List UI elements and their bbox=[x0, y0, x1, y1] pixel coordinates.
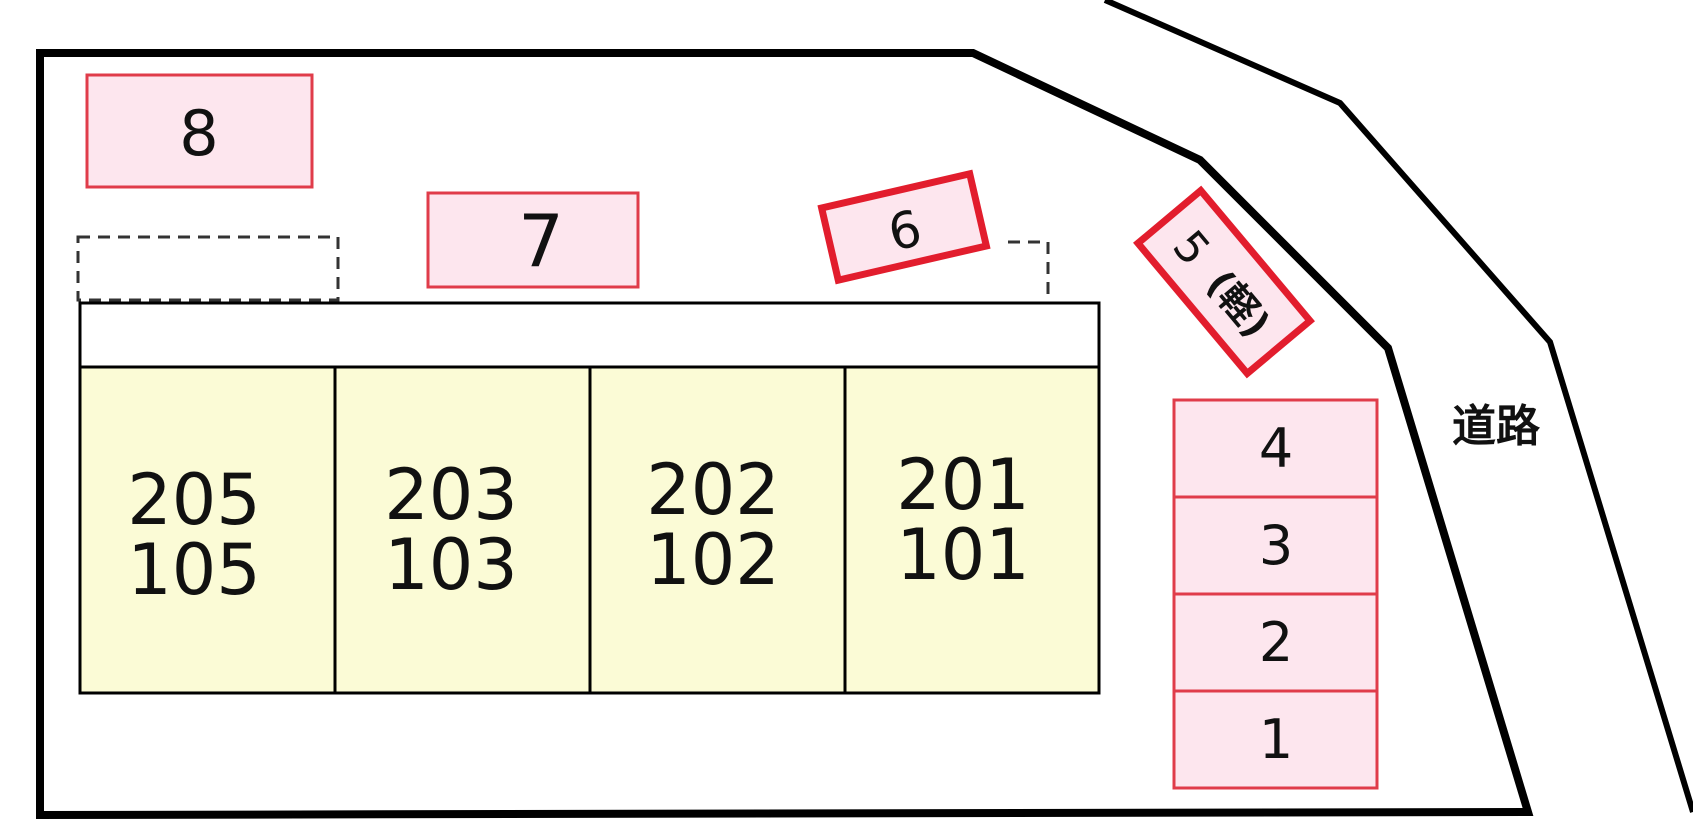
parking-space-6: 6 bbox=[817, 169, 991, 285]
unit-upper-number: 201 bbox=[896, 444, 1030, 526]
dashed-area-left bbox=[76, 235, 340, 302]
unit-lower-number: 101 bbox=[896, 514, 1030, 596]
road-edge bbox=[1103, 0, 1693, 813]
parking-space-1 bbox=[1172, 689, 1379, 790]
unit-block bbox=[78, 365, 337, 695]
dashed-area-right bbox=[1008, 240, 1050, 300]
parking-number: 7 bbox=[518, 199, 564, 283]
unit-block bbox=[333, 365, 592, 695]
unit-lower-number: 103 bbox=[384, 524, 518, 606]
unit-block bbox=[843, 365, 1101, 695]
building-units: 205 105 203 103 202 102 201 101 bbox=[78, 365, 1101, 695]
parking-stack: 4 3 2 1 bbox=[1172, 398, 1379, 790]
unit-block bbox=[588, 365, 847, 695]
parking-number: 3 bbox=[1259, 514, 1293, 577]
unit-upper-number: 202 bbox=[646, 449, 780, 531]
unit-upper-number: 203 bbox=[384, 454, 518, 536]
parking-number: 1 bbox=[1259, 708, 1293, 771]
building-corridor bbox=[78, 301, 1101, 369]
parking-space-2 bbox=[1172, 592, 1379, 693]
road-label: 道路 bbox=[1452, 401, 1541, 452]
parking-number: 2 bbox=[1259, 611, 1293, 674]
unit-upper-number: 205 bbox=[127, 459, 261, 541]
parking-space-3 bbox=[1172, 495, 1379, 596]
unit-lower-number: 102 bbox=[646, 519, 780, 601]
unit-lower-number: 105 bbox=[127, 529, 261, 611]
parking-space-5: 5 (軽) bbox=[1133, 185, 1315, 379]
parking-space-8: 8 bbox=[85, 73, 314, 189]
parking-number: 4 bbox=[1259, 417, 1293, 480]
parking-space-7: 7 bbox=[426, 191, 640, 289]
parking-space-4 bbox=[1172, 398, 1379, 499]
parking-number: 8 bbox=[179, 97, 218, 170]
lot-boundary bbox=[36, 49, 1534, 820]
